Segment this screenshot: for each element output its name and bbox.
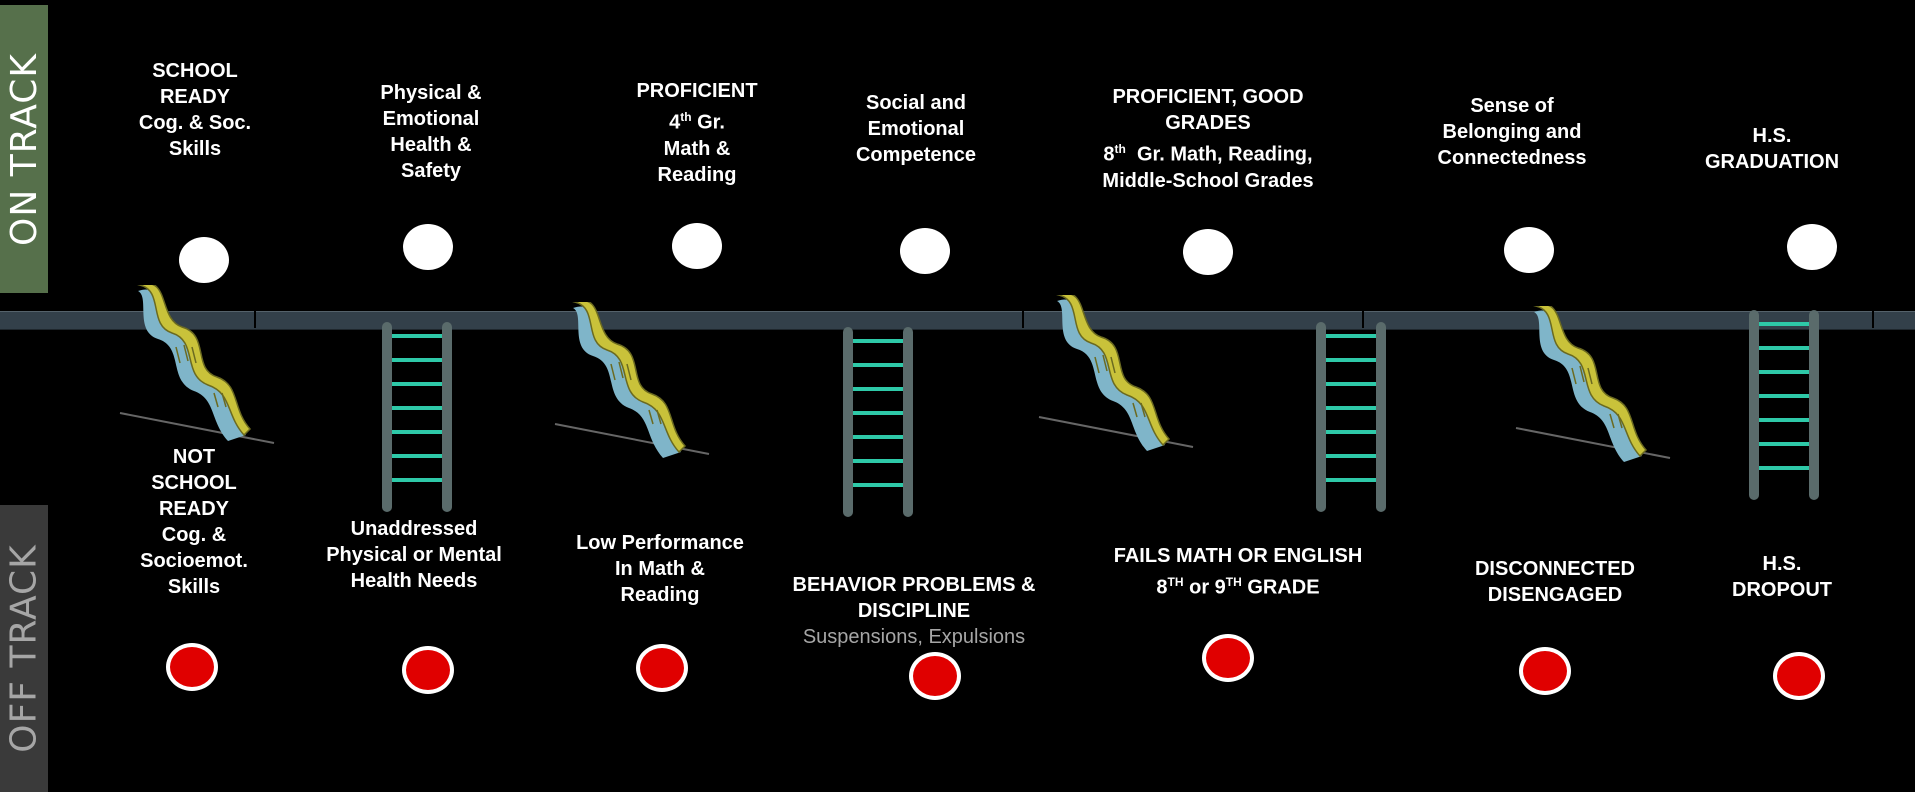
on-track-milestone-1: SCHOOL READY Cog. & Soc. Skills: [138, 60, 252, 160]
ladder-icon: [382, 322, 452, 512]
off-track-milestone-4-sub: Suspensions, Expulsions: [802, 626, 1026, 648]
ladder-icon: [843, 327, 913, 517]
off-track-marker: [402, 646, 454, 694]
on-track-marker: [1787, 224, 1837, 270]
on-track-milestone-6: Sense of Belonging and Connectedness: [1437, 95, 1587, 169]
ladder-icon: [1749, 310, 1819, 500]
slide-icon: [1038, 295, 1194, 451]
off-track-milestone-2: Unaddressed Physical or Mental Health Ne…: [326, 518, 502, 592]
slide-icon: [1515, 306, 1671, 462]
on-track-marker: [1504, 227, 1554, 273]
track-bar: [0, 311, 1915, 330]
off-track-milestone-4-main: BEHAVIOR PROBLEMS & DISCIPLINE: [792, 574, 1036, 622]
on-track-milestone-2: Physical & Emotional Health & Safety: [380, 82, 482, 182]
on-track-band: ON TRACK: [0, 5, 48, 293]
on-track-marker: [179, 237, 229, 283]
track-divider: [1872, 311, 1874, 328]
off-track-band: OFF TRACK: [0, 505, 48, 792]
slide-icon: [119, 285, 275, 444]
off-track-milestone-4: BEHAVIOR PROBLEMS & DISCIPLINE Suspensio…: [793, 546, 1036, 676]
off-track-marker: [1773, 652, 1825, 700]
off-track-marker: [1202, 634, 1254, 682]
on-track-marker: [900, 228, 950, 274]
off-track-marker: [166, 643, 218, 691]
off-track-label: OFF TRACK: [3, 544, 45, 753]
on-track-marker: [1183, 229, 1233, 275]
slide-icon: [554, 302, 710, 458]
track-divider: [1362, 311, 1364, 328]
off-track-marker: [909, 652, 961, 700]
on-track-label: ON TRACK: [3, 52, 45, 246]
off-track-marker: [1519, 647, 1571, 695]
track-divider: [254, 311, 256, 328]
off-track-milestone-7: H.S. DROPOUT: [1732, 553, 1832, 601]
ladder-icon: [1316, 322, 1386, 512]
on-track-milestone-7: H.S. GRADUATION: [1704, 125, 1840, 173]
on-track-milestone-4: Social and Emotional Competence: [855, 92, 977, 166]
on-track-marker: [403, 224, 453, 270]
off-track-milestone-1: NOT SCHOOL READY Cog. & Socioemot. Skill…: [140, 446, 248, 598]
off-track-milestone-3: Low Performance In Math & Reading: [576, 532, 744, 606]
off-track-milestone-6: DISCONNECTED DISENGAGED: [1474, 558, 1636, 606]
track-divider: [1022, 311, 1024, 328]
on-track-marker: [672, 223, 722, 269]
off-track-marker: [636, 644, 688, 692]
